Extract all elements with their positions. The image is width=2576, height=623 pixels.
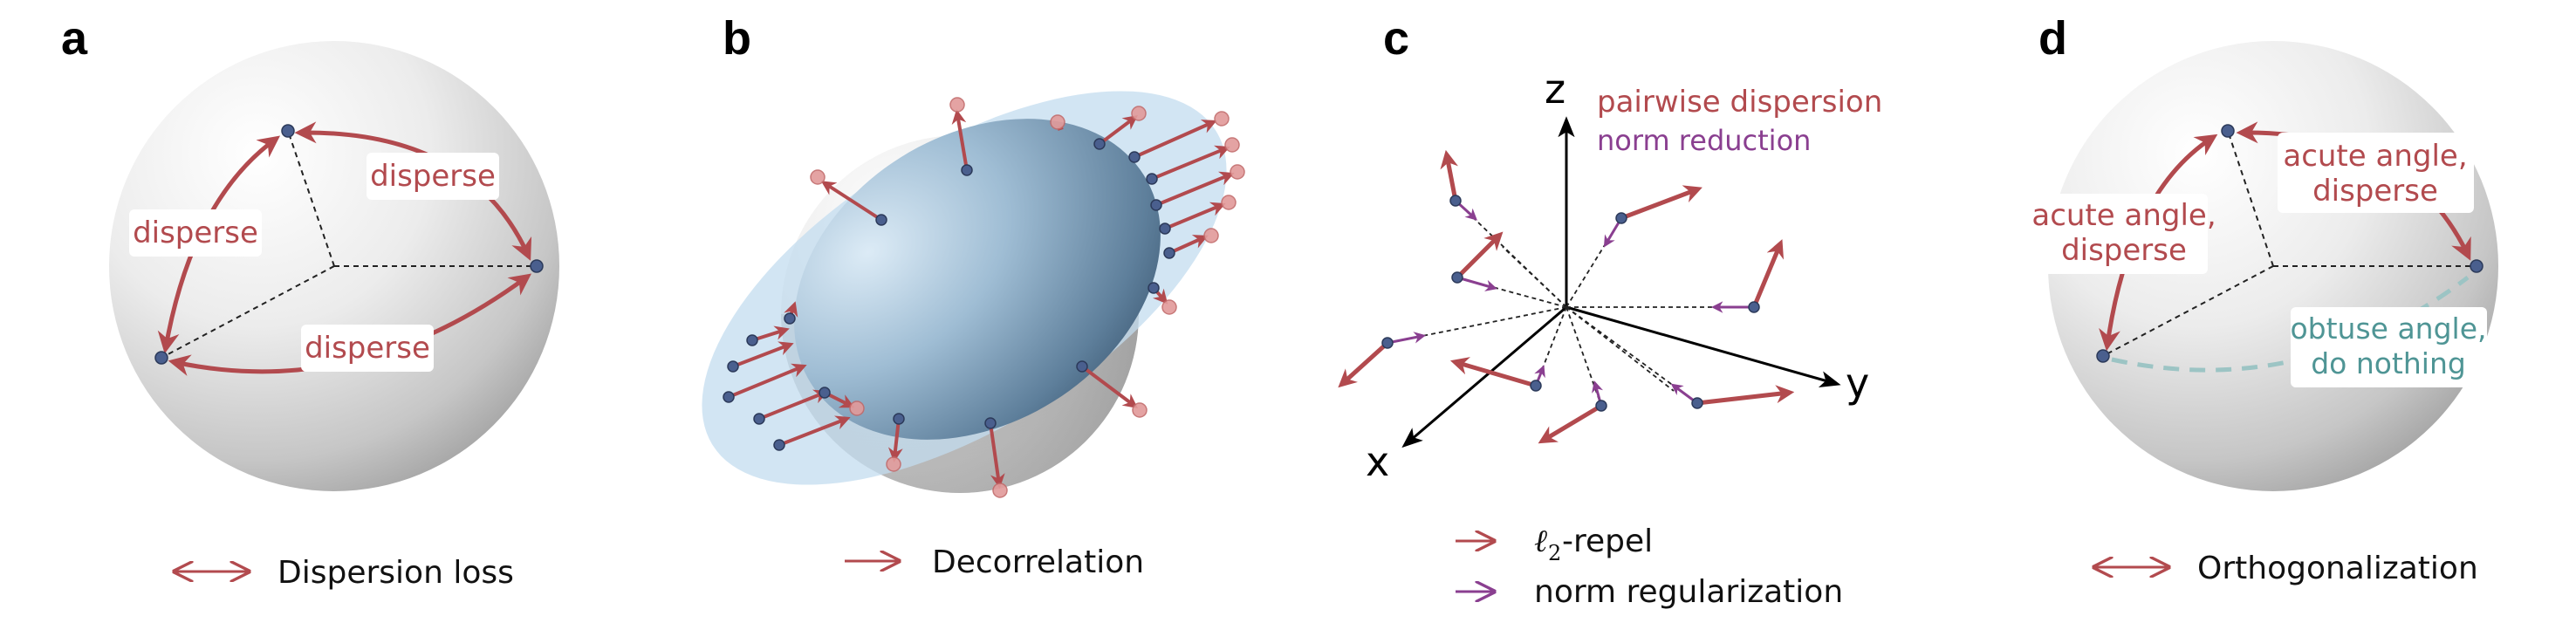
panel-d-annotation-left-1: acute angle, [2031,198,2216,233]
panel-c-points [1381,195,1760,412]
panel-c: c z y x [1338,12,1882,610]
panel-c-label: c [1383,12,1409,65]
panel-d: d acute angle, disperse acute angle, dis… [2031,12,2498,586]
panel-c-arrows-red [1338,149,1795,444]
panel-b-legend: Decorrelation [932,544,1144,580]
panel-b-points-blue [723,138,1175,451]
panel-d-legend: Orthogonalization [2197,551,2478,586]
panel-c-axis-y: y [1846,359,1869,407]
panel-b-label: b [723,12,751,65]
panel-c-arrows-purple [1387,199,1754,407]
panel-c-annotation-red: pairwise dispersion [1597,85,1882,120]
panel-c-legend-red-symbol: ℓ [1534,524,1547,559]
panel-d-label: d [2038,12,2067,65]
panel-c-legend-purple: norm regularization [1534,574,1843,610]
panel-d-annotation-teal-2: do nothing [2311,346,2466,380]
panel-a-annotation-top: disperse [370,159,496,194]
panel-a-legend: Dispersion loss [277,555,514,591]
panel-c-axis-x: x [1366,438,1389,485]
panel-c-dashed [1387,200,1754,407]
panel-d-annotation-right-2: disperse [2312,174,2438,209]
panel-a: a disperse disperse disperse Dispersion … [61,12,559,591]
panel-a-annotation-left: disperse [133,216,258,250]
panel-c-annotation-purple: norm reduction [1597,124,1811,157]
panel-d-annotation-right-1: acute angle, [2283,139,2467,174]
panel-b-arrows [728,109,1235,489]
panel-d-points [2096,124,2484,363]
panel-d-annotation-teal-1: obtuse angle, [2290,312,2486,346]
panel-a-points [154,124,544,365]
panel-c-axis-z: z [1545,65,1565,113]
panel-a-annotation-bottom: disperse [305,331,430,366]
panel-d-annotation-left-2: disperse [2061,233,2187,268]
panel-c-legend-red-subscript: 2 [1548,541,1561,565]
panel-b-ellipsoid [794,119,1161,440]
panel-b-points-red [810,97,1245,498]
panel-c-legend-red: -repel [1562,524,1653,559]
panel-a-label: a [61,12,88,65]
panel-b: b [702,12,1245,580]
panel-c-axes [1401,116,1841,448]
